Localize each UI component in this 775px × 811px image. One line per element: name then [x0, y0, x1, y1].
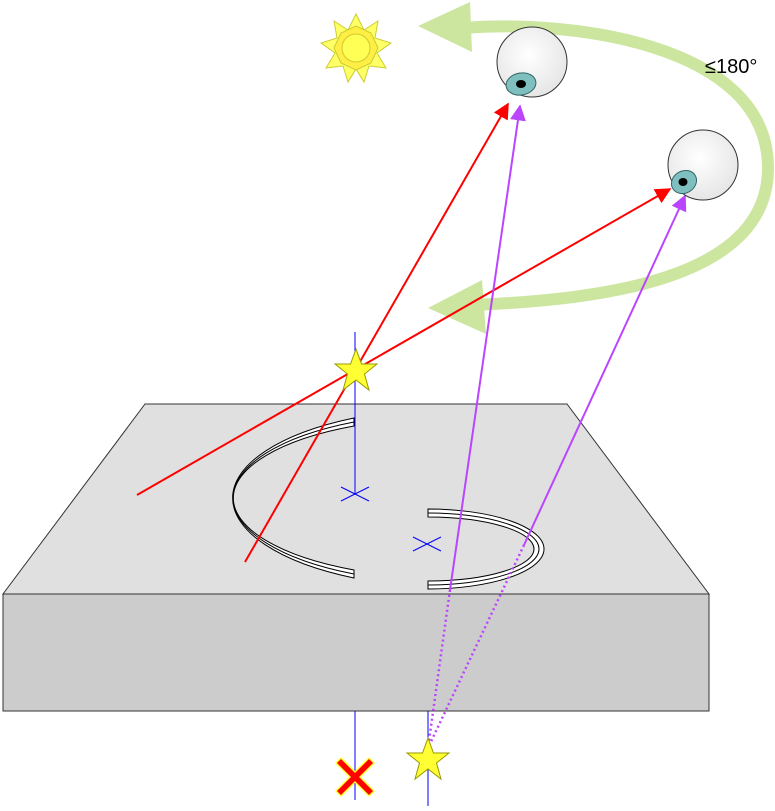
virtual-ray-1 — [449, 104, 526, 591]
center-marker-right — [412, 536, 442, 552]
star-icon — [333, 347, 379, 392]
small-groove — [427, 508, 545, 590]
eye-icon — [496, 26, 568, 98]
real-ray-1 — [244, 102, 509, 563]
block-front-face — [2, 593, 710, 712]
star-icon — [405, 736, 451, 781]
real-ray-2 — [136, 188, 672, 496]
block-top-face — [2, 403, 710, 595]
virtual-ray-1-extension — [426, 589, 452, 749]
sun-icon — [319, 12, 393, 84]
large-groove — [232, 417, 355, 579]
angle-label: ≤180° — [705, 56, 757, 78]
virtual-ray-2 — [523, 194, 687, 546]
eye-icon — [667, 129, 739, 201]
rotation-arc-arrow — [418, 2, 775, 334]
center-marker-left — [340, 486, 370, 502]
cross-icon — [335, 757, 375, 797]
